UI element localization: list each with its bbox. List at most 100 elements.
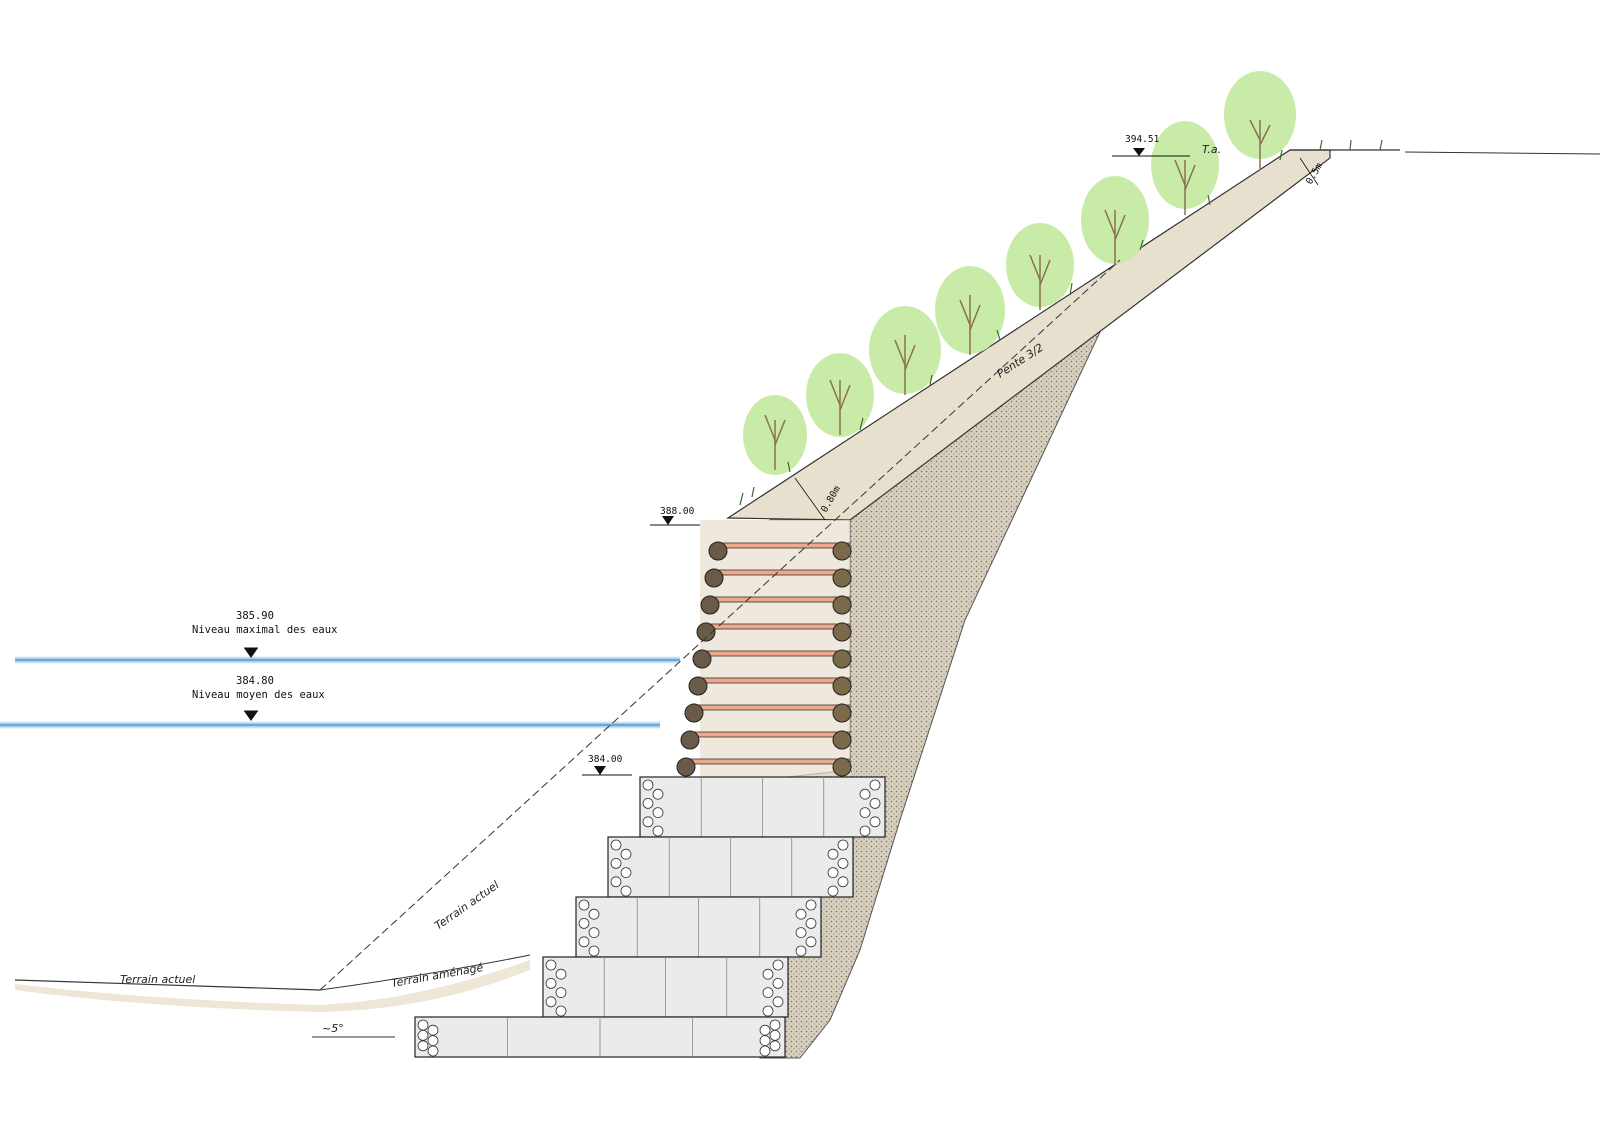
ta-label: T.a. [1202,143,1221,156]
gabion-stone [827,885,839,897]
tree [743,395,807,475]
crib-log [832,757,852,777]
crib-log [832,730,852,750]
crib-log [684,703,704,723]
gabion-stone [652,825,664,837]
gabion-stone [545,978,557,989]
gabion-stone [545,959,557,971]
angle-label: ~5° [322,1022,344,1035]
terrain-existing-diag-label: Terrain actuel [432,879,501,933]
level-marker-max-water: 385.90 Niveau maximal des eaux [192,610,337,658]
gabion-stone [427,1045,439,1057]
crib-log [832,649,852,669]
gabion-stone [772,996,784,1008]
gabion-stone [652,788,664,800]
gabion-stone [610,876,622,888]
gabion-stone [827,867,839,878]
crib-log [832,541,852,561]
crib-log [708,541,728,561]
level-marker-crest: 394.51 [1112,134,1190,157]
tree-row [743,71,1296,475]
crib-plank [693,704,851,711]
crib-plank [713,569,851,576]
gabion-stone [827,848,839,860]
gabion-stone [805,899,817,911]
gabion-stone [762,1005,774,1017]
gabion-stone [555,1005,567,1017]
gabion-stone [759,1035,771,1046]
crib-log [832,595,852,615]
tree [806,353,874,437]
topsoil-layer [726,149,1331,521]
level-crest-value: 394.51 [1125,134,1160,145]
gabion-stone [837,876,849,888]
gabion-stone [578,918,590,929]
ground-line-right [1404,151,1600,155]
crib-log [832,676,852,696]
gabion-stone [769,1030,781,1041]
crib-plank [709,596,851,603]
crib-plank [689,731,851,738]
level-marker-crib-top: 388.00 [650,506,700,526]
gabion-stone [769,1019,781,1031]
crib-log [680,730,700,750]
gabion-stone [762,968,774,980]
grass-tufts [739,139,1383,506]
gabion-stone [642,798,654,809]
gabion-stone [588,945,600,957]
gabion-stone [555,968,567,980]
gabion-stone [642,779,654,791]
gabion-stone [869,798,881,809]
gabion-stone [578,899,590,911]
gabion-stone [555,987,567,998]
level-marker-gabion-top: 384.00 [582,754,632,776]
tree [1081,176,1149,265]
terrain-existing-left-label: Terrain actuel [120,973,195,986]
crib-log [704,568,724,588]
level-mean-water-label: Niveau moyen des eaux [192,689,325,701]
gabion-stone [427,1024,439,1036]
crib-rows [676,541,852,777]
gabion-stone [859,788,871,800]
crib-log [832,622,852,642]
level-mean-water-value: 384.80 [236,675,274,687]
existing-terrain-diagonal [319,259,1121,991]
gabion-stone [772,959,784,971]
gabion-stone [417,1030,429,1041]
gabion-stone [759,1045,771,1057]
gabion-stone [620,885,632,897]
tree [1151,121,1219,215]
terrain-sand [15,960,530,1012]
gabion-stone [795,927,807,938]
gabion-stone [805,918,817,929]
crib-log [700,595,720,615]
tree [869,306,941,395]
tree [1224,71,1296,170]
level-max-water-label: Niveau maximal des eaux [192,624,337,636]
gabion-stone [769,1040,781,1052]
gabion-stone [427,1035,439,1046]
gabion-stone [620,848,632,860]
gabion-stone [545,996,557,1008]
crib-log [676,757,696,777]
gabion-stone [859,825,871,837]
gabion-stone [642,816,654,828]
gabion-stone [652,807,664,818]
gabion-stone [837,858,849,869]
gabion-stone [588,908,600,920]
tree [1006,223,1074,310]
level-gabion-top-value: 384.00 [588,754,623,765]
landscaped-terrain-line [319,954,531,991]
crib-log [832,568,852,588]
gabion-stone [417,1019,429,1031]
gabion-stone [805,936,817,948]
gabion-stone [588,927,600,938]
gabion-stone [610,858,622,869]
crib-plank [705,623,851,630]
crib-plank [697,677,851,684]
crib-plank [685,758,851,765]
existing-terrain-left [14,979,321,991]
gabion-stone [837,839,849,851]
gabion-stone [795,945,807,957]
gabion-stone [869,779,881,791]
